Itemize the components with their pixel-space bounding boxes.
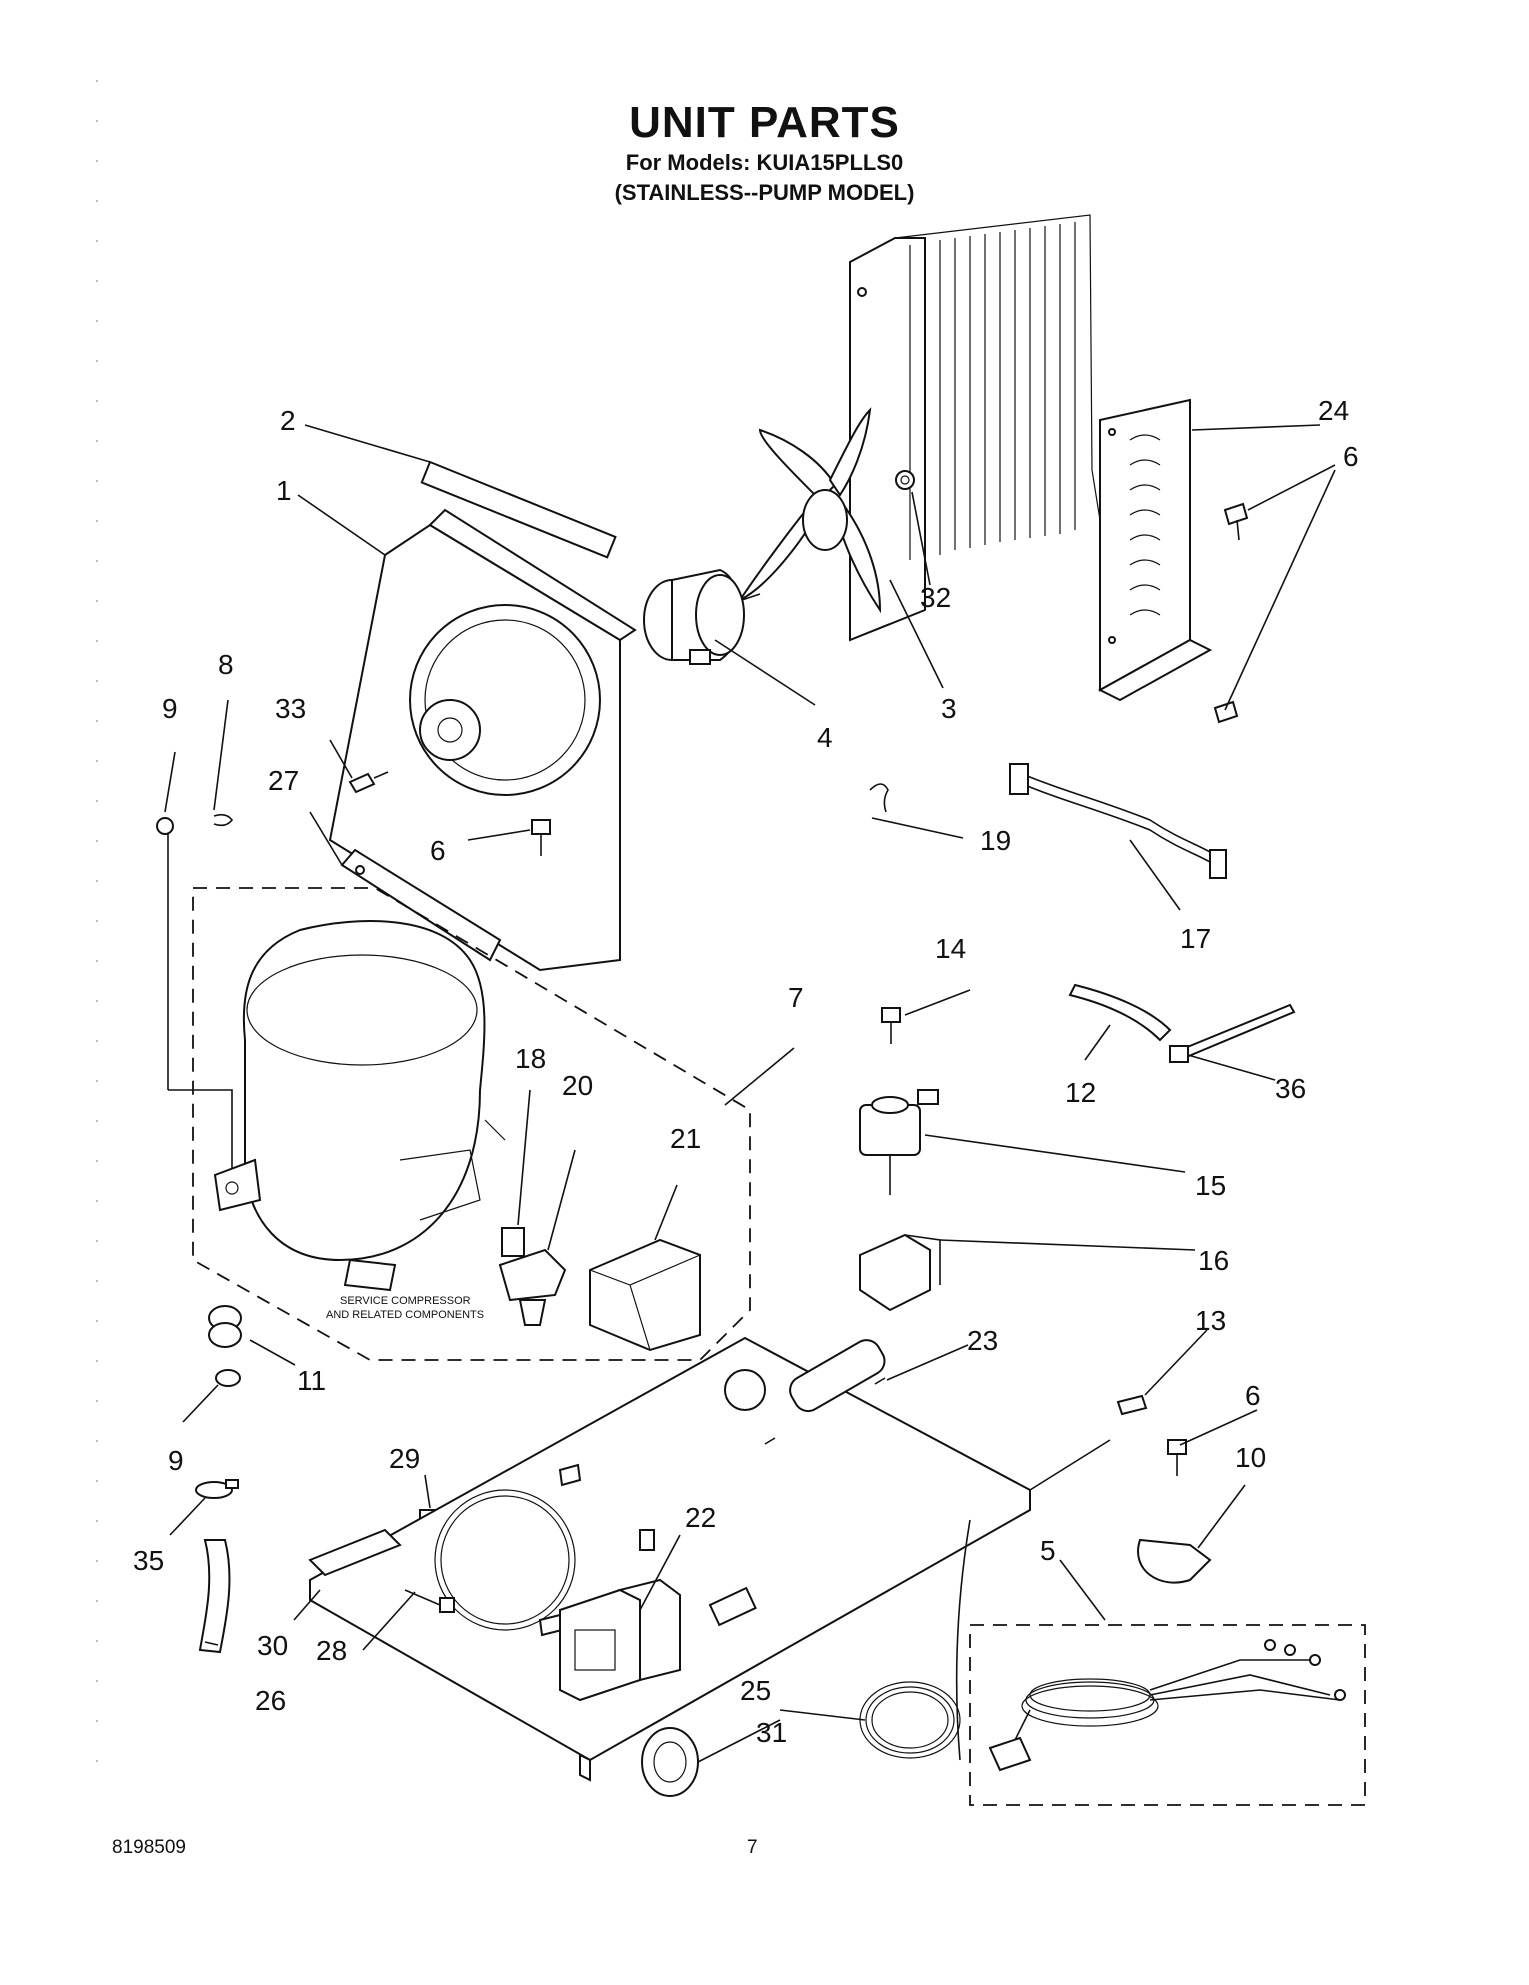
leveling-foot-31-part [641,1727,699,1797]
callout-5: 5 [1040,1535,1056,1566]
hose-clamp-35-part [195,1479,239,1499]
clip-19-icon [869,783,889,813]
screw-13-icon [1116,1394,1148,1416]
callout-28: 28 [316,1635,347,1666]
callout-10: 10 [1235,1442,1266,1473]
drier-23-part [764,1339,886,1445]
callout-20: 20 [562,1070,593,1101]
screw-6-condenser-top-icon [1223,502,1249,541]
callout-31: 31 [756,1717,787,1748]
solenoid-valve-15-part [859,1089,939,1195]
service-compressor-region [192,887,751,1361]
screw-6-condenser-bottom-icon [1213,700,1239,724]
screw-6-clamp-icon [1167,1439,1187,1476]
base-pan-part [309,1336,1111,1782]
callout-30: 30 [257,1630,288,1661]
callout-6-condenser: 6 [1343,441,1359,472]
callout-9-bottom: 9 [168,1445,184,1476]
callout-7: 7 [788,982,804,1013]
relay-20-part [498,1248,567,1326]
callout-12: 12 [1065,1077,1096,1108]
overload-18-part [501,1227,525,1257]
power-cord-region [969,1624,1366,1806]
callout-26: 26 [255,1685,286,1716]
cable-tie-36-part [1169,1003,1296,1063]
callout-35: 35 [133,1545,164,1576]
callout-32: 32 [920,582,951,613]
callout-18: 18 [515,1043,546,1074]
callout-9-top: 9 [162,693,178,724]
capacitor-cover-21-part [589,1238,701,1352]
callout-25: 25 [740,1675,771,1706]
callout-14: 14 [935,933,966,964]
callout-17: 17 [1180,923,1211,954]
callout-23: 23 [967,1325,998,1356]
callout-36: 36 [1275,1073,1306,1104]
drain-tube-25-part [859,1681,961,1759]
grommet-11-part [208,1305,242,1387]
callout-15: 15 [1195,1170,1226,1201]
fan-blade-part [737,407,915,614]
grommet-9-top-icon [156,817,174,835]
clip-8-icon [213,813,234,827]
drain-pump-22-part [559,1578,681,1702]
screw-33-icon [348,771,389,794]
models-line: For Models: KUIA15PLLS0 [625,150,904,175]
callout-6-shroud: 6 [430,835,446,866]
variant-line: (STAINLESS--PUMP MODEL) [614,180,915,205]
fan-shroud-part [328,460,637,972]
clamp-10-part [1137,1538,1212,1584]
callout-1: 1 [276,475,292,506]
callout-2: 2 [280,405,296,436]
compressor-part [213,920,506,1292]
bolt-28-part [404,1589,455,1613]
power-cord-5-part [988,1639,1346,1772]
callout-29: 29 [389,1443,420,1474]
screw-14-icon [881,1007,901,1044]
bracket-30-part [308,1528,402,1577]
service-note-line1: SERVICE COMPRESSOR [340,1295,471,1307]
screw-6-shroud-icon [531,819,551,856]
wire-harness-17-part [1009,763,1227,879]
callout-22: 22 [685,1502,716,1533]
callout-27: 27 [268,765,299,796]
callout-16: 16 [1198,1245,1229,1276]
fan-motor-part [643,568,761,665]
page-title: UNIT PARTS [629,98,900,147]
screws-parts [348,502,1249,1546]
tube-12-part [1068,983,1172,1042]
callout-33: 33 [275,693,306,724]
callout-21: 21 [670,1123,701,1154]
leader-lines [164,424,1336,1763]
callout-4: 4 [817,722,833,753]
binder-hole-marks [96,80,98,1780]
callout-11: 11 [297,1365,326,1396]
callout-numbers: 2 1 3 4 32 24 6 33 27 6 8 9 19 17 14 7 1… [133,395,1359,1748]
callout-24: 24 [1318,395,1349,426]
callout-8: 8 [218,649,234,680]
drain-hose-26-part [198,1539,231,1654]
callout-19: 19 [980,825,1011,856]
document-part-number: 8198509 [112,1837,186,1858]
callout-13: 13 [1195,1305,1226,1336]
bracket-16-part [859,1233,941,1312]
callout-3: 3 [941,693,957,724]
page-number: 7 [747,1837,758,1858]
condenser-part [849,214,1213,702]
callout-6-pan: 6 [1245,1380,1261,1411]
service-note-line2: AND RELATED COMPONENTS [326,1309,484,1321]
